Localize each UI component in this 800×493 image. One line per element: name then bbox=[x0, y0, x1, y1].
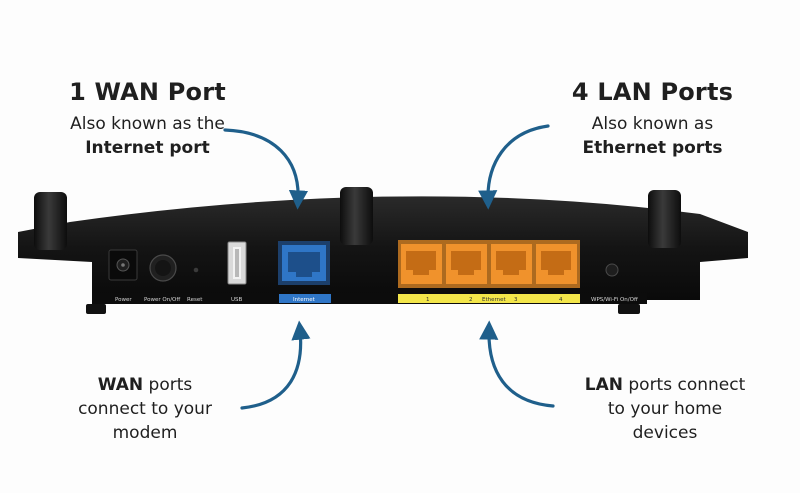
power-label: Power bbox=[115, 297, 132, 303]
internet-label: Internet bbox=[293, 297, 316, 303]
ethernet-label: Ethernet bbox=[482, 297, 507, 303]
lan-port-1 bbox=[401, 244, 442, 284]
wan-port bbox=[278, 241, 330, 285]
wps-button bbox=[605, 263, 619, 277]
arrow-to-wan-port-top bbox=[223, 128, 309, 210]
wps-label: WPS/Wi-Fi On/Off bbox=[591, 297, 638, 303]
lan-port-3 bbox=[491, 244, 532, 284]
lan-title: 4 LAN Ports bbox=[571, 78, 734, 106]
lan-note-line3: devices bbox=[632, 423, 698, 443]
power-button bbox=[149, 254, 177, 282]
lan-note-bold: LAN bbox=[584, 375, 623, 395]
wan-note-rest: ports bbox=[143, 375, 193, 395]
wan-subtitle-line1: Also known as the bbox=[70, 114, 225, 134]
wan-note-line3: modem bbox=[112, 423, 178, 443]
internet-label-strip bbox=[279, 294, 331, 303]
lan-subtitle-line1: Also known as bbox=[591, 114, 714, 134]
antenna-middle bbox=[340, 187, 373, 245]
lan-3-label: 3 bbox=[514, 297, 518, 303]
lan-callout: 4 LAN Ports Also known as Ethernet ports bbox=[545, 78, 760, 160]
wan-note: WAN ports connect to your modem bbox=[55, 373, 235, 445]
power-jack bbox=[108, 249, 138, 281]
lan-port-group bbox=[398, 240, 580, 288]
usb-port bbox=[227, 241, 247, 285]
lan-subtitle-line2: Ethernet ports bbox=[582, 138, 723, 158]
wan-callout: 1 WAN Port Also known as the Internet po… bbox=[40, 78, 255, 160]
power-onoff-label: Power On/Off bbox=[144, 297, 180, 303]
usb-label: USB bbox=[231, 297, 243, 303]
lan-port-4 bbox=[536, 244, 577, 284]
lan-note-line2: to your home bbox=[607, 399, 723, 419]
wan-subtitle-line2: Internet port bbox=[85, 138, 210, 158]
lan-note: LAN ports connect to your home devices bbox=[565, 373, 765, 445]
arrow-to-lan-ports-bottom bbox=[479, 320, 555, 408]
ethernet-label-strip bbox=[398, 294, 580, 303]
lan-4-label: 4 bbox=[559, 297, 563, 303]
wan-note-bold: WAN bbox=[97, 375, 144, 395]
wan-title: 1 WAN Port bbox=[69, 78, 226, 106]
reset-label: Reset bbox=[187, 297, 203, 303]
reset-hole bbox=[193, 267, 199, 273]
lan-1-label: 1 bbox=[426, 297, 430, 303]
antenna-left bbox=[34, 192, 67, 250]
arrow-to-lan-ports-top bbox=[478, 124, 550, 210]
lan-port-2 bbox=[446, 244, 487, 284]
lan-note-rest: ports connect bbox=[622, 375, 746, 395]
wan-note-line2: connect to your bbox=[78, 399, 212, 419]
lan-2-label: 2 bbox=[469, 297, 473, 303]
antenna-right bbox=[648, 190, 681, 248]
arrow-to-wan-port-bottom bbox=[240, 320, 311, 410]
